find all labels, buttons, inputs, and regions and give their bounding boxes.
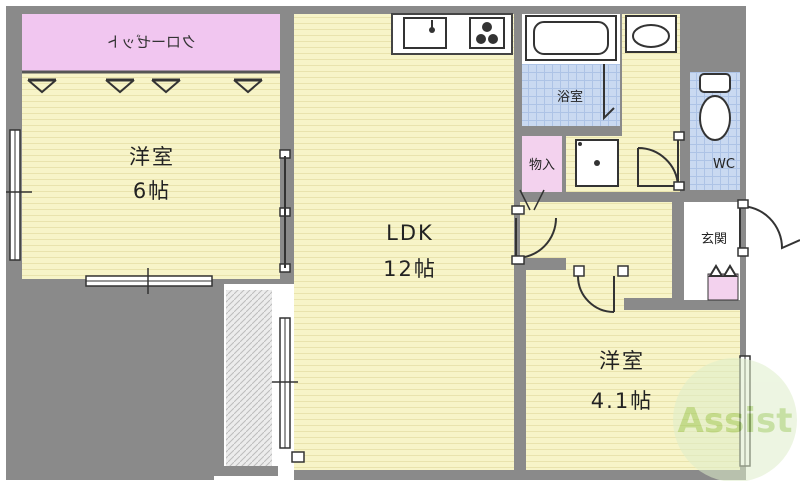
closet: クローゼット (22, 14, 280, 94)
watermark-logo: Assist (678, 401, 793, 441)
watermark: Assist (673, 358, 797, 481)
western-room-1-name: 洋室 (129, 145, 175, 169)
closet-label: クローゼット (106, 33, 196, 51)
sink-icon (403, 17, 447, 49)
kitchen-counter (391, 13, 513, 55)
toilet-label: WC (713, 157, 735, 172)
western-room-2-size: 4.1帖 (591, 389, 653, 413)
ldk-size: 12帖 (383, 257, 437, 281)
entrance: 玄関 (684, 202, 740, 301)
entrance-label: 玄関 (701, 232, 727, 247)
western-room-1-size: 6帖 (133, 179, 171, 203)
bathtub-icon (525, 15, 617, 61)
washing-machine-pan-icon (575, 139, 619, 187)
ldk-room (294, 14, 514, 470)
room-labels: 洋室 6帖 LDK 12帖 洋室 4.1帖 (129, 145, 653, 413)
storage-label: 物入 (529, 158, 555, 173)
stove-icon (469, 17, 505, 49)
doors (279, 131, 800, 313)
toilet-icon (699, 73, 731, 141)
western-room-2-name: 洋室 (599, 349, 645, 373)
balcony (214, 284, 278, 476)
bath-label: 浴室 (557, 89, 583, 105)
washbasin-icon (625, 15, 677, 53)
washroom (566, 14, 680, 192)
toilet-room: WC (690, 72, 740, 190)
storage: 物入 (522, 136, 562, 192)
ldk-name: LDK (386, 221, 434, 245)
shoe-box-icon (707, 264, 739, 301)
bathroom: 浴室 (522, 14, 620, 126)
